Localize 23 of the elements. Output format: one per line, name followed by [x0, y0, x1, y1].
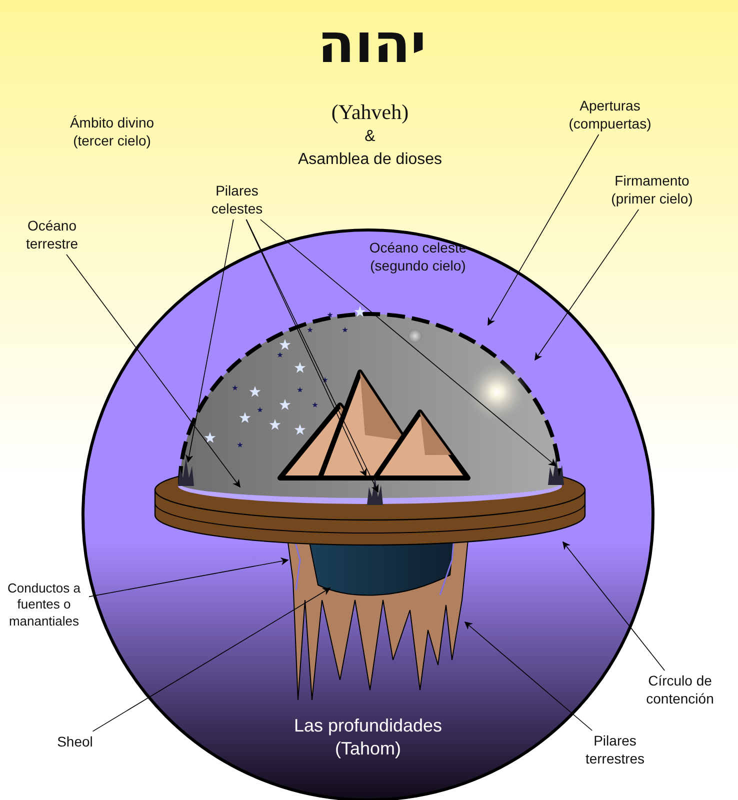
subtitle: Asamblea de dioses [298, 150, 442, 170]
leader-line [562, 541, 665, 671]
callout-label: Aperturas (compuertas) [558, 96, 662, 134]
leader-line [66, 254, 240, 488]
callout-label: Pilares terrestres [574, 730, 656, 770]
leader-line [534, 209, 639, 361]
leader-line [260, 219, 557, 466]
region-label: Ámbito divino (tercer cielo) [68, 114, 156, 150]
leader-line [92, 588, 331, 732]
ampersand: & [364, 127, 376, 147]
subtitle: (Yahveh) [331, 98, 409, 126]
callout-label: Conductos a fuentes o manantiales [0, 578, 89, 632]
region-label: Océano celeste (segundo cielo) [368, 240, 468, 274]
leader-line [185, 219, 234, 463]
callout-label: Pilares celestes [200, 180, 274, 220]
region-label: Las profundidades (Tahom) [292, 714, 444, 760]
callout-label: Océano terrestre [12, 216, 92, 254]
title: יהוה [318, 17, 426, 71]
leader-line [488, 134, 600, 326]
callout-label: Firmamento (primer cielo) [594, 170, 710, 210]
callout-label: Círculo de contención [635, 670, 725, 710]
callout-label: Sheol [40, 731, 110, 753]
leader-line [464, 621, 592, 731]
